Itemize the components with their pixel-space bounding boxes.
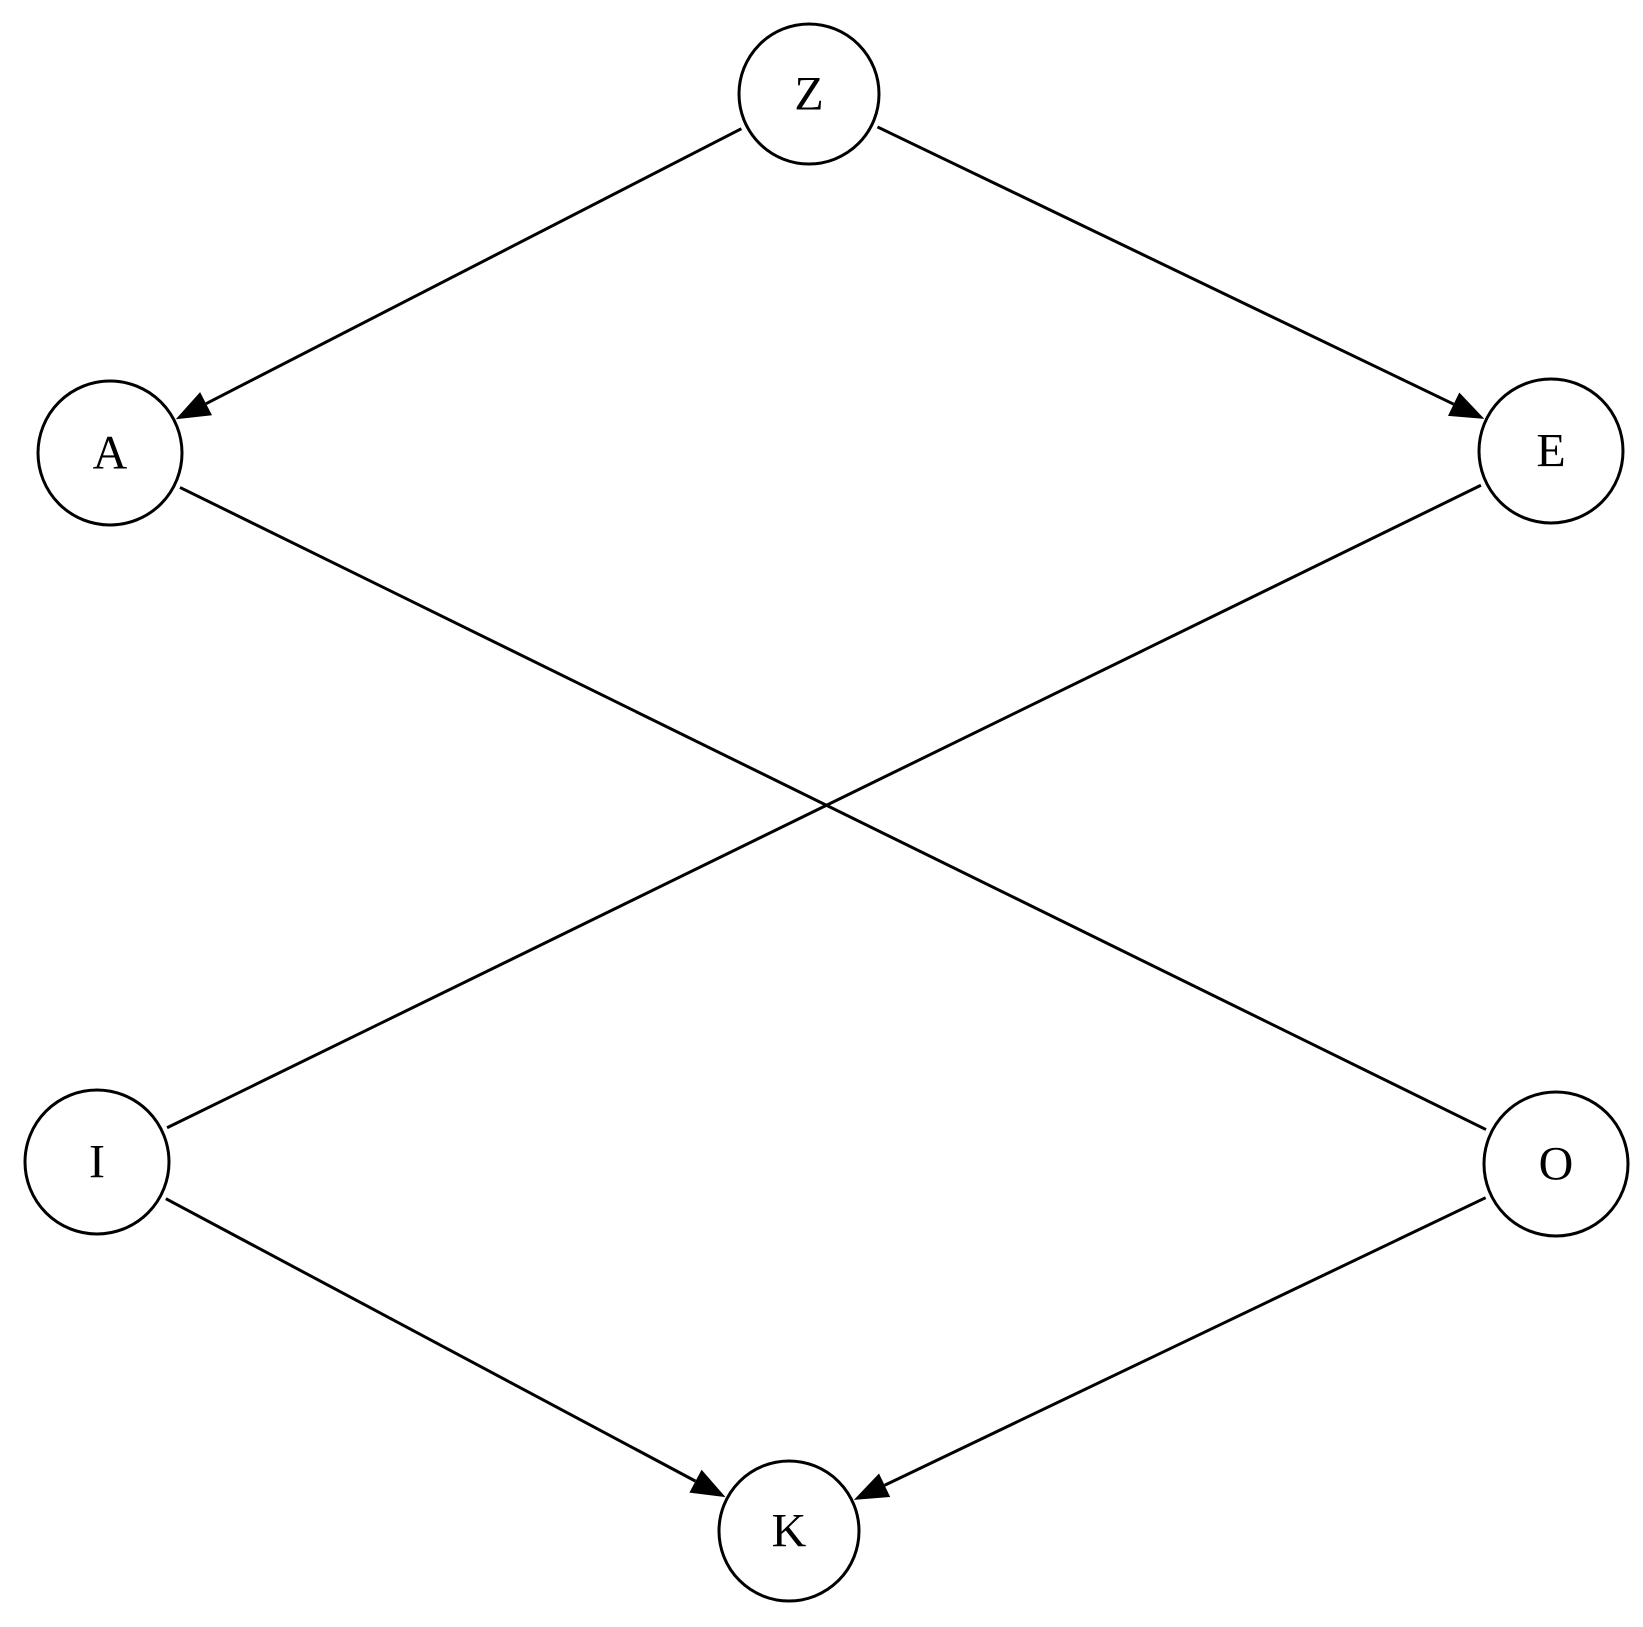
node-label: Z <box>794 68 823 121</box>
edge-z-a <box>205 127 743 405</box>
node-label: O <box>1539 1138 1574 1191</box>
node-e: E <box>1477 377 1625 525</box>
node-circle <box>737 22 881 166</box>
arrowhead-i-k <box>689 1469 726 1498</box>
edge-o-k <box>883 1196 1487 1487</box>
node-circle <box>1477 377 1625 525</box>
edges-layer <box>165 125 1487 1500</box>
nodes-layer: Z A E I O K <box>23 22 1630 1603</box>
node-label: E <box>1536 425 1565 478</box>
node-circle <box>23 1088 171 1236</box>
arrowhead-o-k <box>853 1473 891 1500</box>
node-a: A <box>36 379 184 527</box>
edge-z-e <box>876 125 1455 406</box>
node-label: I <box>89 1136 105 1189</box>
arrowhead-z-a <box>175 392 212 420</box>
node-label: K <box>772 1505 807 1558</box>
node-z: Z <box>737 22 881 166</box>
edge-e-i <box>166 483 1482 1130</box>
edge-i-k <box>165 1197 697 1483</box>
node-o: O <box>1482 1090 1630 1238</box>
node-circle <box>1482 1090 1630 1238</box>
node-circle <box>717 1459 861 1603</box>
node-k: K <box>717 1459 861 1603</box>
edge-a-o <box>179 486 1487 1131</box>
arrowhead-z-e <box>1448 392 1485 419</box>
node-circle <box>36 379 184 527</box>
node-i: I <box>23 1088 171 1236</box>
node-label: A <box>93 427 128 480</box>
